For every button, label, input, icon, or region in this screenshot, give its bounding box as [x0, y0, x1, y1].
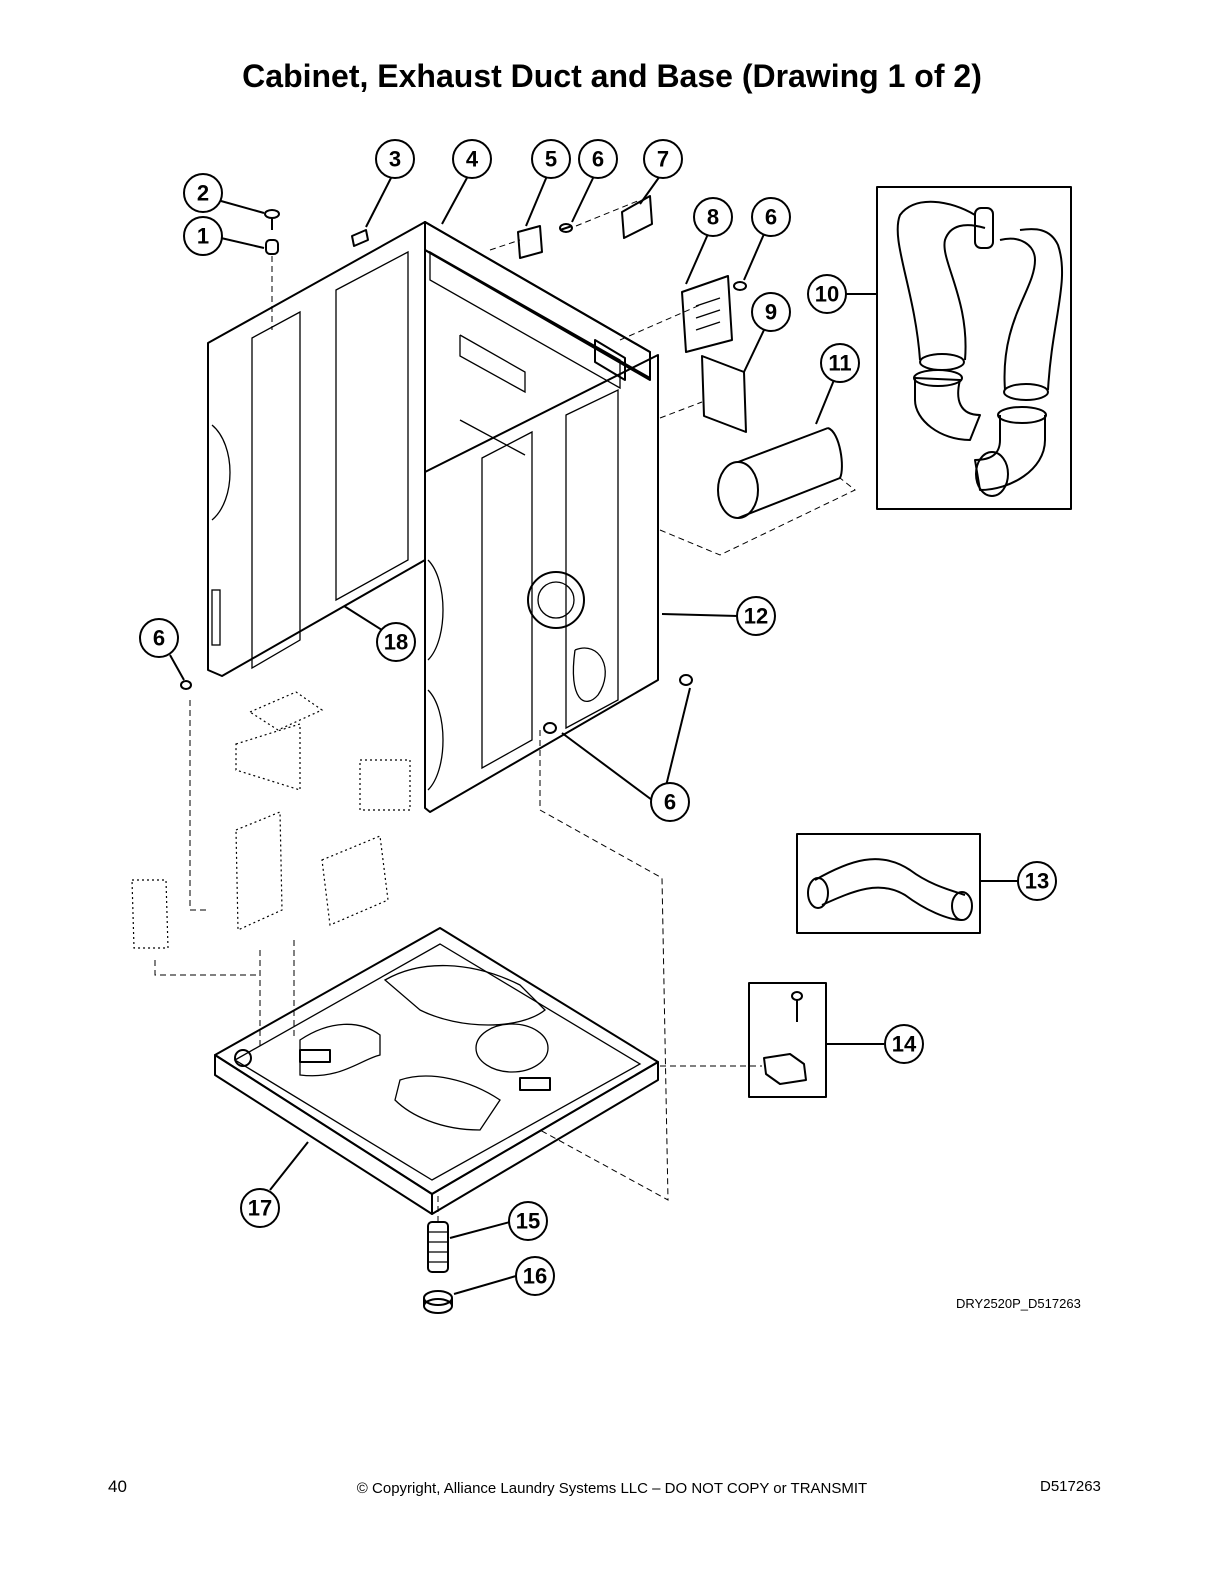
svg-text:8: 8 — [707, 205, 719, 230]
svg-text:6: 6 — [592, 147, 604, 172]
svg-text:6: 6 — [664, 790, 676, 815]
callout-10: 10 — [807, 274, 847, 314]
callout-12: 12 — [736, 596, 776, 636]
leader-lines — [169, 175, 1018, 1295]
callout-18: 18 — [376, 622, 416, 662]
page-number: 40 — [108, 1477, 127, 1496]
foot-pad — [423, 1290, 453, 1314]
callout-6-top: 6 — [578, 139, 618, 179]
svg-text:14: 14 — [892, 1032, 917, 1057]
svg-text:15: 15 — [516, 1209, 540, 1234]
svg-text:9: 9 — [765, 300, 777, 325]
callout-6-right: 6 — [751, 197, 791, 237]
callout-16: 16 — [515, 1256, 555, 1296]
document-number: D517263 — [1040, 1478, 1101, 1495]
cabinet-back-panel — [424, 221, 651, 456]
svg-text:5: 5 — [545, 147, 557, 172]
callout-8: 8 — [693, 197, 733, 237]
svg-text:13: 13 — [1025, 869, 1049, 894]
dryer-base — [214, 927, 659, 1215]
page-title: Cabinet, Exhaust Duct and Base (Drawing … — [242, 58, 982, 94]
callout-7: 7 — [643, 139, 683, 179]
flex-hose-box — [796, 833, 981, 934]
svg-text:6: 6 — [765, 205, 777, 230]
svg-text:16: 16 — [523, 1264, 547, 1289]
copyright-notice: © Copyright, Alliance Laundry Systems LL… — [356, 1480, 868, 1497]
svg-text:3: 3 — [389, 147, 401, 172]
bracket-box — [660, 982, 827, 1098]
small-hardware — [180, 195, 747, 734]
callout-14: 14 — [884, 1024, 924, 1064]
callout-3: 3 — [375, 139, 415, 179]
callout-6-bottom: 6 — [650, 782, 690, 822]
callout-6-left: 6 — [139, 618, 179, 658]
svg-text:6: 6 — [153, 626, 165, 651]
svg-text:7: 7 — [657, 147, 669, 172]
exhaust-duct-pipe — [659, 427, 856, 556]
cabinet-panel-right — [424, 354, 659, 813]
svg-text:12: 12 — [744, 604, 768, 629]
callout-2: 2 — [183, 173, 223, 213]
svg-text:2: 2 — [197, 181, 209, 206]
callout-1: 1 — [183, 216, 223, 256]
electrical-components-dotted — [131, 691, 669, 1201]
callout-13: 13 — [1017, 861, 1057, 901]
callout-4: 4 — [452, 139, 492, 179]
callout-15: 15 — [508, 1201, 548, 1241]
drawing-code: DRY2520P_D517263 — [956, 1296, 1081, 1311]
svg-text:18: 18 — [384, 630, 408, 655]
callout-5: 5 — [531, 139, 571, 179]
duct-kit-box — [876, 186, 1072, 510]
callout-17: 17 — [240, 1188, 280, 1228]
svg-text:4: 4 — [466, 147, 479, 172]
svg-text:17: 17 — [248, 1196, 272, 1221]
leveling-leg — [427, 1196, 449, 1273]
callout-11: 11 — [820, 343, 860, 383]
svg-text:10: 10 — [815, 282, 839, 307]
svg-text:11: 11 — [828, 351, 851, 376]
callout-9: 9 — [751, 292, 791, 332]
svg-text:1: 1 — [197, 224, 209, 249]
